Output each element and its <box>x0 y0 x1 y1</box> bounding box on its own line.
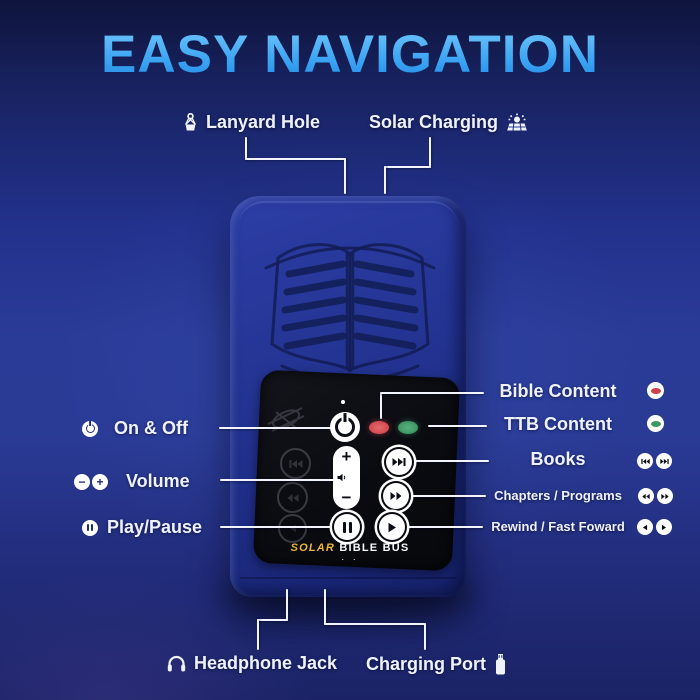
ghost-button <box>278 514 307 543</box>
leader-books-h <box>413 460 489 462</box>
green-led-icon <box>647 415 664 432</box>
fast-forward-button <box>383 483 409 509</box>
indicator-dot <box>341 400 345 404</box>
leader-playpause-h <box>220 526 334 528</box>
page-title: EASY NAVIGATION <box>0 24 700 85</box>
volume-minus-label: − <box>341 488 352 507</box>
brand-solar: SOLAR <box>290 542 336 554</box>
rewind-fast-forward-label: Rewind / Fast Foward <box>491 519 625 534</box>
volume-rocker: + − <box>333 446 360 509</box>
leader-onoff-h <box>219 427 332 429</box>
device-top-bevel <box>238 201 458 239</box>
brand-dots: · · <box>341 554 359 564</box>
skip-back-icon <box>637 453 653 469</box>
pause-glyph <box>342 521 352 533</box>
play-button <box>379 514 405 540</box>
book-speaker-grille <box>264 243 436 383</box>
leader-charging-v1 <box>324 589 326 625</box>
leader-volume-h <box>220 479 334 481</box>
chapters-programs-label: Chapters / Programs <box>494 488 622 503</box>
device-bottom-crease <box>240 577 456 579</box>
on-off-label: On & Off <box>114 418 188 438</box>
leader-solar-h <box>384 166 431 168</box>
leader-charging-v2 <box>424 623 426 650</box>
leader-headphone-v1 <box>286 589 288 621</box>
volume-plus-label: + <box>341 447 352 466</box>
usb-icon <box>496 654 505 675</box>
leader-chapters-h <box>411 495 486 497</box>
headphone-jack-label: Headphone Jack <box>194 653 338 673</box>
callout-volume: − + Volume <box>74 471 190 492</box>
lanyard-hole-label: Lanyard Hole <box>206 112 321 132</box>
speaker-icon <box>337 473 346 482</box>
forward-double-icon <box>657 488 673 504</box>
skip-forward-button <box>386 449 412 475</box>
minus-icon: − <box>74 473 90 490</box>
callout-headphone-jack: Headphone Jack <box>167 653 337 674</box>
charging-port-label: Charging Port <box>366 654 486 674</box>
play-pause-label: Play/Pause <box>107 517 203 537</box>
headphones-icon <box>167 655 186 672</box>
rewind-button <box>277 482 308 513</box>
forward-arrow-icon <box>656 519 672 535</box>
solar-panel-icon <box>507 113 527 131</box>
pause-icon <box>82 519 98 536</box>
callout-solar-charging: Solar Charging <box>369 112 528 133</box>
pause-button <box>334 514 360 540</box>
callout-on-off: On & Off <box>82 418 188 439</box>
leader-solar-v1 <box>429 137 431 168</box>
power-icon <box>82 420 98 437</box>
leader-solar-v2 <box>384 166 386 194</box>
rewind-double-icon <box>638 488 654 504</box>
callout-play-pause: Play/Pause <box>82 517 202 538</box>
leader-lanyard-h <box>245 158 346 160</box>
callout-charging-port: Charging Port <box>366 653 507 676</box>
leader-headphone-v2 <box>257 619 259 650</box>
lanyard-icon <box>185 112 196 130</box>
skip-forward-icon <box>656 453 672 469</box>
leader-lanyard-v1 <box>245 137 247 160</box>
power-glyph <box>335 417 355 437</box>
books-label: Books <box>530 449 586 469</box>
leader-headphone-h <box>257 619 288 621</box>
leader-lanyard-v2 <box>344 158 346 194</box>
green-led <box>398 421 418 434</box>
plus-icon: + <box>92 473 108 490</box>
brand-rest: BIBLE BUS <box>335 542 410 554</box>
bible-content-label: Bible Content <box>499 381 617 401</box>
leader-charging-h <box>324 623 426 625</box>
volume-label: Volume <box>126 471 190 491</box>
skip-back-button <box>280 448 311 479</box>
leader-bible-h <box>380 392 484 394</box>
ttb-content-label: TTB Content <box>504 414 612 434</box>
red-led-icon <box>647 382 664 399</box>
callout-lanyard-hole: Lanyard Hole <box>183 112 320 133</box>
solar-charging-label: Solar Charging <box>369 112 499 132</box>
power-button <box>330 412 360 442</box>
leader-ttb-h <box>428 425 487 427</box>
leader-bible-v <box>380 393 382 419</box>
brand-logo: SOLAR BIBLE BUS <box>270 542 430 554</box>
red-led <box>369 421 389 434</box>
bus-doodle-icon <box>267 407 305 432</box>
leader-rewind-h <box>408 526 483 528</box>
back-arrow-icon <box>637 519 653 535</box>
